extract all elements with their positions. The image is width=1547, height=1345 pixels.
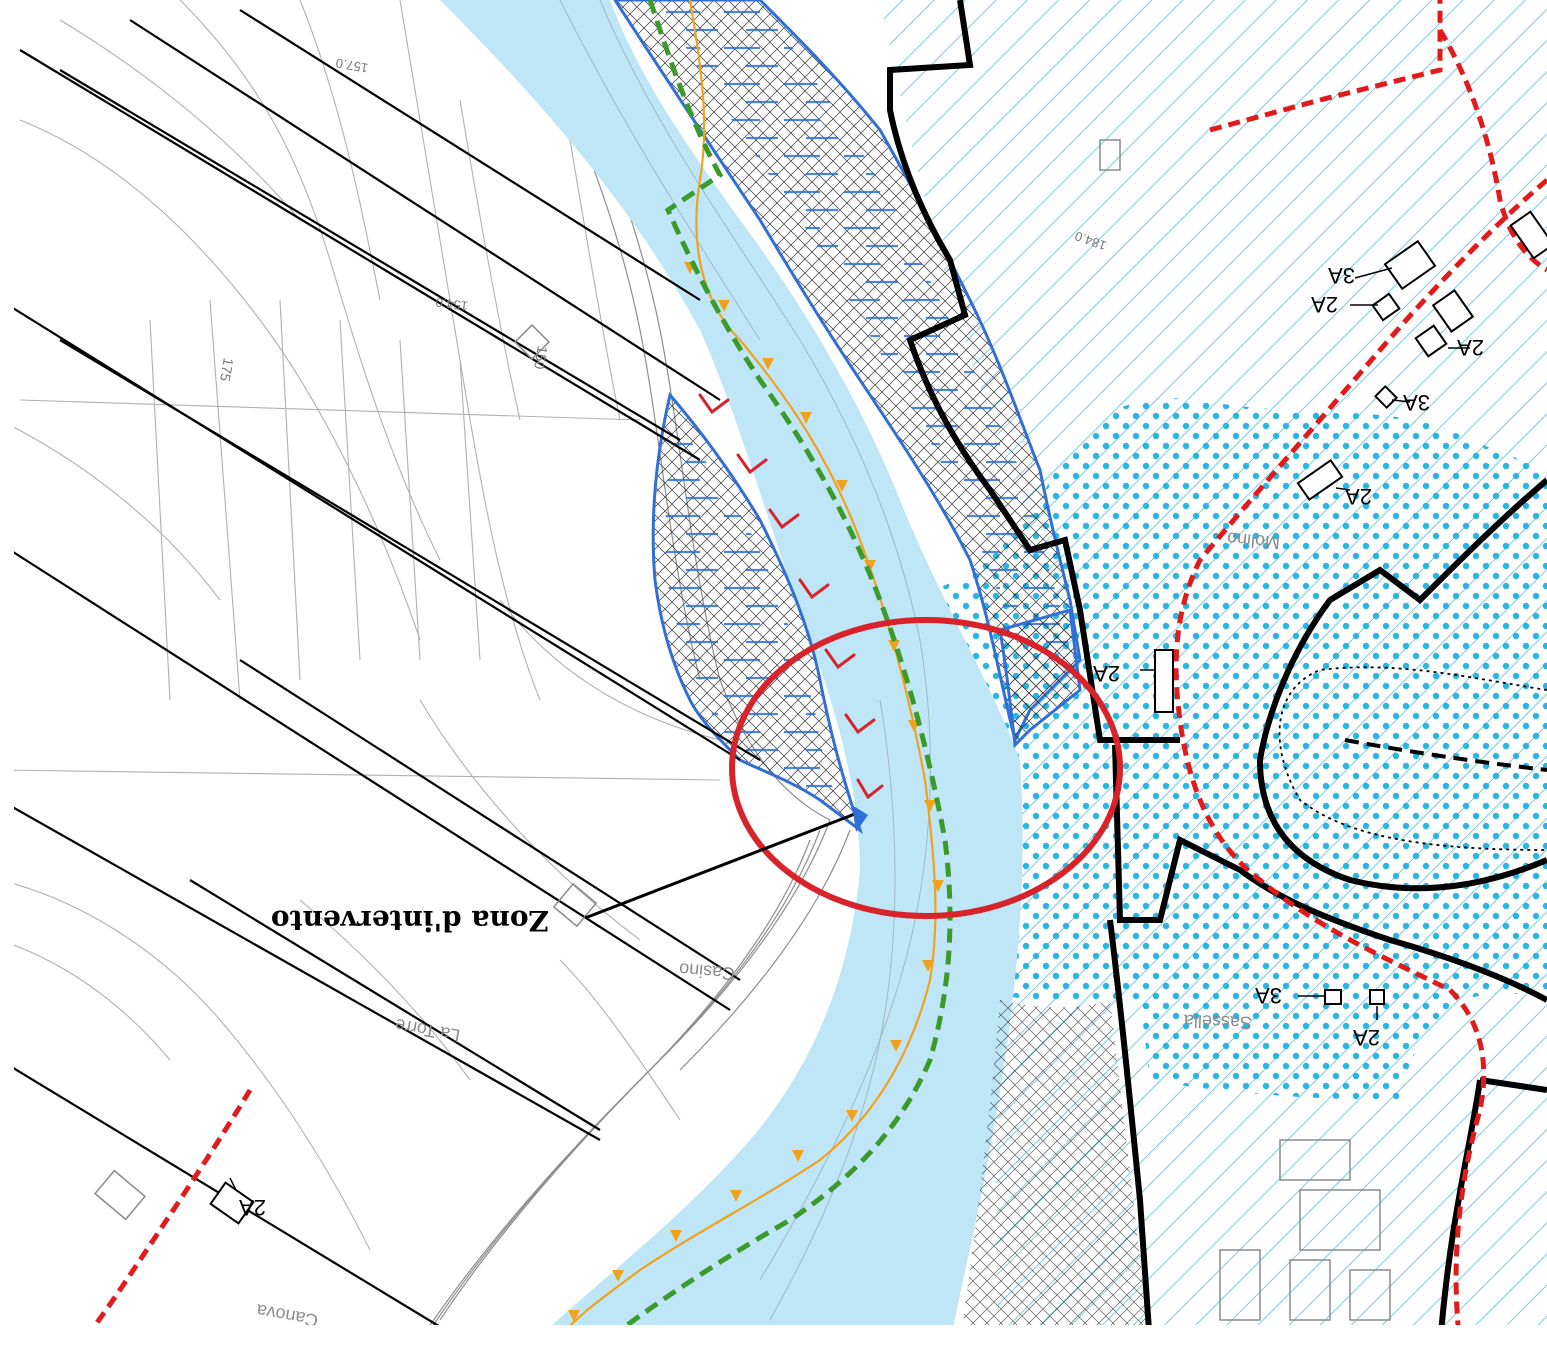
place-name-sassella: Sassella — [1183, 1011, 1253, 1033]
red-square-boundary — [78, 0, 1547, 1345]
building-code-label: 3A — [1403, 390, 1430, 415]
contour-lines-left — [0, 0, 721, 1251]
hatched-zone-upper-dashes — [660, 0, 1070, 650]
building-code-label: 2A — [1457, 335, 1484, 360]
buildings — [209, 210, 1547, 1225]
orange-line — [554, 0, 937, 1345]
hatched-zone-bridge — [998, 608, 1082, 749]
river-contours — [559, 0, 931, 1321]
annotation-label: Zona d'intervento — [271, 904, 549, 937]
building-code-label: 2A — [1345, 484, 1372, 509]
hatched-zone-lower-dashes — [665, 420, 840, 810]
place-name-casino: Casino — [678, 959, 736, 984]
building-code-label: 3A — [1328, 263, 1355, 288]
hatched-zone-lower-right — [960, 1000, 1150, 1345]
building-code-label: 2A — [239, 1195, 266, 1220]
elevation-label: 175 — [217, 357, 237, 383]
building-code-label: 2A — [1093, 661, 1120, 686]
black-dotted-contour — [1278, 666, 1547, 851]
building-code-label: 2A — [1311, 292, 1338, 317]
orange-triangles — [568, 262, 944, 1322]
red-check-marks — [698, 393, 884, 800]
green-dashed-line — [598, 0, 953, 1345]
intervention-circle — [729, 617, 1123, 919]
building-code-label: 2A — [1353, 1025, 1380, 1050]
black-dashed-line — [1344, 738, 1547, 772]
building-code-label: 3A — [1255, 983, 1282, 1008]
river-channel — [440, 0, 1023, 1345]
elevation-label: 157.0 — [335, 55, 370, 75]
elevation-label: 150 — [531, 345, 551, 371]
building-outlines-gray — [93, 139, 1391, 1321]
annotation-leader-line — [584, 810, 861, 920]
annotation-pointer — [852, 805, 868, 832]
place-name-molino: Molino — [1226, 528, 1281, 553]
elevation-label: 154.0 — [435, 295, 469, 314]
